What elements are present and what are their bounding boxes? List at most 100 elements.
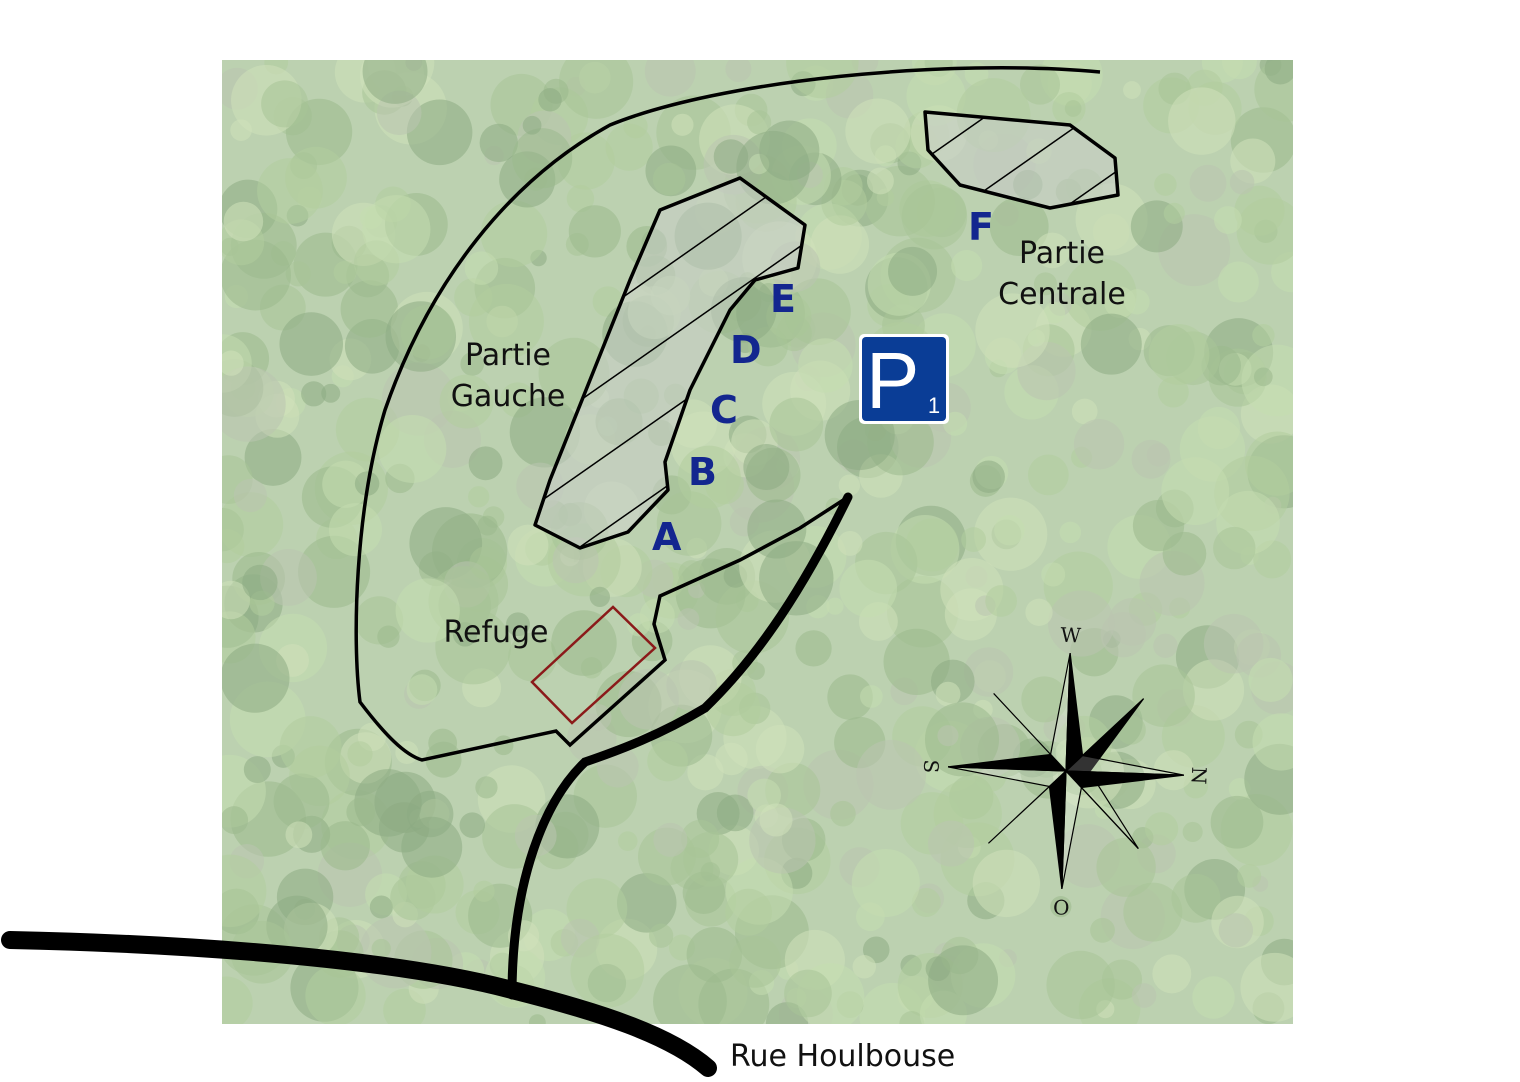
tree-canopy — [257, 158, 323, 224]
tree-canopy — [652, 162, 686, 196]
tree-canopy — [924, 702, 1000, 777]
tree-canopy — [1075, 183, 1148, 256]
tree-canopy — [725, 60, 752, 83]
tree-canopy — [1048, 590, 1115, 657]
zone-label-gauche-1: Partie — [465, 338, 551, 373]
tree-canopy — [1064, 100, 1082, 117]
tree-canopy — [551, 610, 617, 676]
tree-canopy — [1236, 197, 1293, 265]
tree-canopy — [935, 681, 961, 707]
tree-canopy — [989, 197, 1049, 256]
tree-canopy — [1108, 598, 1157, 646]
tree-canopy — [362, 195, 431, 264]
tree-canopy — [377, 625, 400, 648]
tree-canopy — [222, 350, 244, 376]
tree-canopy — [906, 66, 966, 126]
tree-canopy — [775, 315, 812, 352]
tree-canopy — [616, 873, 677, 933]
tree-canopy — [1189, 164, 1227, 202]
rock-zone-gauche — [533, 176, 807, 550]
tree-canopy — [333, 260, 357, 284]
parking-sign: P 1 — [859, 334, 949, 425]
tree-canopy — [1034, 232, 1071, 269]
tree-canopy — [507, 524, 549, 566]
tree-canopy — [347, 741, 373, 767]
tree-canopy — [570, 933, 645, 1008]
tree-canopy — [285, 821, 313, 849]
tree-canopy — [378, 414, 447, 483]
compass-east-label: O — [1053, 895, 1070, 920]
tree-canopy — [1123, 882, 1183, 942]
tree-canopy — [273, 773, 330, 830]
tree-canopy — [963, 647, 1014, 697]
tree-canopy — [473, 880, 495, 902]
tree-canopy — [747, 110, 772, 135]
tree-canopy — [222, 529, 245, 564]
tree-canopy — [464, 251, 499, 285]
tree-canopy — [1124, 289, 1150, 315]
tree-canopy — [1050, 896, 1072, 918]
tree-canopy — [401, 816, 463, 878]
tree-canopy — [851, 848, 920, 918]
tree-canopy — [468, 283, 544, 359]
tree-canopy — [677, 608, 700, 630]
tree-canopy — [666, 660, 717, 711]
tree-canopy — [1264, 60, 1293, 85]
tree-canopy — [1153, 750, 1194, 791]
tree-canopy — [460, 352, 485, 376]
tree-canopy — [798, 338, 853, 393]
tree-canopy — [1237, 863, 1262, 888]
sector-f: F — [968, 205, 994, 249]
tree-canopy — [369, 895, 393, 919]
tree-canopy — [552, 537, 599, 584]
tree-canopy — [837, 530, 863, 556]
tree-canopy — [1192, 976, 1235, 1019]
tree-canopy — [1073, 419, 1125, 470]
tree-canopy — [647, 740, 688, 782]
tree-canopy — [328, 503, 383, 557]
tree-canopy — [653, 964, 727, 1024]
tree-canopy — [1131, 983, 1157, 1008]
tree-canopy — [830, 800, 856, 827]
tree-canopy — [321, 383, 341, 403]
main-road — [1, 931, 717, 1077]
tree-canopy — [713, 139, 749, 174]
parking-number: 1 — [928, 393, 940, 418]
tree-canopy — [1146, 443, 1170, 467]
tree-canopy — [911, 888, 941, 918]
tree-canopy — [512, 128, 573, 189]
tree-canopy — [1217, 261, 1259, 303]
tree-canopy — [340, 280, 398, 338]
tree-canopy — [468, 446, 503, 481]
tree-canopy — [715, 742, 748, 776]
tree-canopy — [222, 976, 253, 1024]
tree-canopy — [927, 820, 975, 867]
tree-canopy — [1090, 917, 1115, 943]
tree-canopy — [242, 564, 278, 601]
zone-label-centrale-1: Partie — [1019, 236, 1105, 271]
tree-canopy — [743, 444, 790, 491]
tree-canopy — [233, 478, 267, 513]
tree-canopy — [1171, 873, 1221, 923]
sector-d: D — [730, 328, 762, 372]
tree-canopy — [683, 831, 739, 887]
access-path — [507, 492, 853, 1000]
tree-canopy — [972, 460, 1005, 494]
tree-canopy — [439, 374, 494, 429]
tree-canopy — [381, 362, 456, 436]
tree-canopy — [243, 756, 271, 784]
tree-canopy — [222, 854, 267, 928]
tree-canopy — [1240, 952, 1293, 1022]
tree-canopy — [1213, 206, 1242, 234]
tree-canopy — [1162, 531, 1207, 576]
tree-canopy — [222, 643, 290, 713]
tree-canopy — [475, 776, 498, 799]
tree-canopy — [589, 586, 611, 608]
tree-canopy — [395, 578, 460, 643]
tree-canopy — [677, 445, 741, 509]
tree-canopy — [795, 630, 832, 667]
tree-canopy — [1218, 913, 1254, 948]
tree-canopy — [459, 812, 486, 838]
tree-canopy — [905, 518, 959, 572]
